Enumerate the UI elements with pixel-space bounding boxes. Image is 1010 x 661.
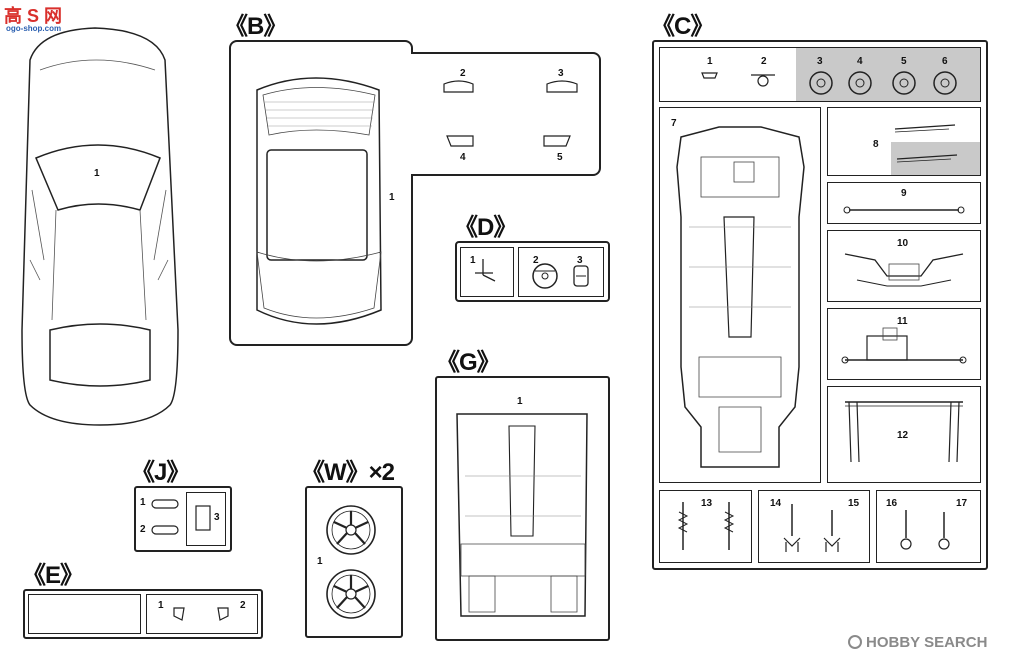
- part-number: 9: [901, 188, 907, 199]
- sprue-c-cell-16-17-content: 16 17: [876, 490, 981, 563]
- floor-pan-drawing: [456, 413, 588, 617]
- sprue-c-label: 《C》: [651, 13, 714, 40]
- part-number: 16: [886, 498, 898, 509]
- sprue-d-content: 1 2 3: [455, 241, 610, 302]
- part-number: 12: [897, 430, 909, 441]
- shifter-steering-drawing: [475, 259, 589, 289]
- knuckle-drawing: [783, 504, 841, 552]
- part-number: 3: [558, 68, 564, 79]
- part-number: 13: [701, 498, 713, 509]
- sprue-c-cell-14-15-content: 14 15: [758, 490, 870, 563]
- shock-absorber-drawing: [677, 502, 735, 550]
- part-number: 1: [140, 497, 146, 508]
- sprue-j-cell-3: [186, 492, 226, 546]
- sprue-e-content: 1 2: [146, 594, 258, 634]
- part-number: 1: [517, 396, 523, 407]
- hobbysearch-logo-icon: [848, 635, 862, 649]
- part-number: 2: [460, 68, 466, 79]
- part-number: 2: [240, 600, 246, 611]
- sprue-c-cell-11-content: 11: [827, 308, 981, 380]
- body-shell-drawing: [21, 27, 179, 426]
- part-number: 1: [317, 556, 323, 567]
- hub-carrier-drawing: [900, 510, 950, 550]
- sprue-c-cell-11: [827, 308, 981, 380]
- sprue-b-content: 1 2 3 4 5: [229, 40, 601, 346]
- sprue-b-label: 《B》: [224, 13, 287, 40]
- part-number: 1: [470, 255, 476, 266]
- sprue-c-top-content: 1 2 3 4 5 6: [659, 47, 981, 102]
- sprue-c-cell-12-content: 12: [827, 386, 981, 483]
- part-number: 4: [460, 152, 466, 163]
- part-number: 3: [817, 56, 823, 67]
- sprue-j-label: 《J》: [131, 459, 190, 486]
- sprue-e-cell-1: [28, 594, 141, 634]
- sprue-w-content: 1: [305, 486, 403, 638]
- sprue-c-cell-8-content: 8: [827, 107, 981, 176]
- hobbysearch-watermark: HOBBY SEARCH: [848, 632, 1003, 654]
- brake-disc-drawing: [701, 71, 957, 95]
- wiper-drawing: [894, 124, 958, 163]
- sprue-g-content: 1: [435, 376, 610, 641]
- part-number: 3: [577, 255, 583, 266]
- sprue-c-cell-14-15: [758, 490, 870, 563]
- sprue-c-chassis: 7: [659, 107, 821, 483]
- part-number: 8: [873, 139, 879, 150]
- part-number: 7: [671, 118, 677, 129]
- sprue-c-cell-16-17: [876, 490, 981, 563]
- part-number: 14: [770, 498, 782, 509]
- part-number: 2: [140, 524, 146, 535]
- sprue-b-upper-extension: [411, 52, 601, 176]
- chassis-drawing: [676, 126, 805, 468]
- sprue-g-label: 《G》: [436, 349, 501, 376]
- watermark-logo: 高 S 网 ogo-shop.com: [4, 2, 76, 36]
- hobbysearch-text: HOBBY SEARCH: [866, 634, 988, 651]
- part-number: 5: [901, 56, 907, 67]
- wheel-drawing: [326, 505, 376, 619]
- sprue-c-cell-13: [659, 490, 752, 563]
- part-number: 4: [857, 56, 863, 67]
- sprue-g-frame: [435, 376, 610, 641]
- watermark-logo-text: 高 S 网: [4, 6, 63, 26]
- sprue-j-content: 1 2 3: [134, 486, 232, 552]
- strut-bar-drawing: [843, 206, 965, 214]
- sprue-b-frame: [229, 40, 413, 346]
- part-number: 6: [942, 56, 948, 67]
- part-number: 10: [897, 238, 909, 249]
- subframe-drawing: [844, 253, 964, 287]
- sprue-d-label: 《D》: [454, 214, 517, 241]
- sprue-c-cell-10: [827, 230, 981, 302]
- steering-rack-drawing: [841, 327, 967, 364]
- part-number: 15: [848, 498, 860, 509]
- roof-panel-drawing: [256, 77, 578, 325]
- part-number: 2: [533, 255, 539, 266]
- sprue-c-cell-9: [827, 182, 981, 224]
- sprue-c-cell-9-content: 9: [827, 182, 981, 224]
- mirror-drawing: [173, 607, 229, 621]
- part-number: 5: [557, 152, 563, 163]
- sprue-d-cell-2: [518, 247, 604, 297]
- part-number: 2: [761, 56, 767, 67]
- sprue-a: 1: [0, 0, 200, 440]
- sprue-e-cell-2: [146, 594, 258, 634]
- pedal-drawing: [151, 499, 211, 535]
- sprue-w-label: 《W》×2: [301, 459, 395, 486]
- part-number: 11: [897, 316, 908, 327]
- part-number: 1: [707, 56, 713, 67]
- watermark-url: ogo-shop.com: [6, 24, 62, 33]
- sprue-c-cell-13-content: 13: [659, 490, 752, 563]
- sprue-d-cell-1: [460, 247, 514, 297]
- part-number: 1: [158, 600, 164, 611]
- sprue-c-chassis-cell: [659, 107, 821, 483]
- rear-suspension-drawing: [845, 401, 963, 463]
- part-number: 1: [94, 168, 100, 179]
- part-number: 17: [956, 498, 968, 509]
- sprue-e-label: 《E》: [22, 562, 84, 589]
- sprue-c-cell-10-content: 10: [827, 230, 981, 302]
- part-number: 1: [389, 192, 395, 203]
- part-number: 3: [214, 512, 220, 523]
